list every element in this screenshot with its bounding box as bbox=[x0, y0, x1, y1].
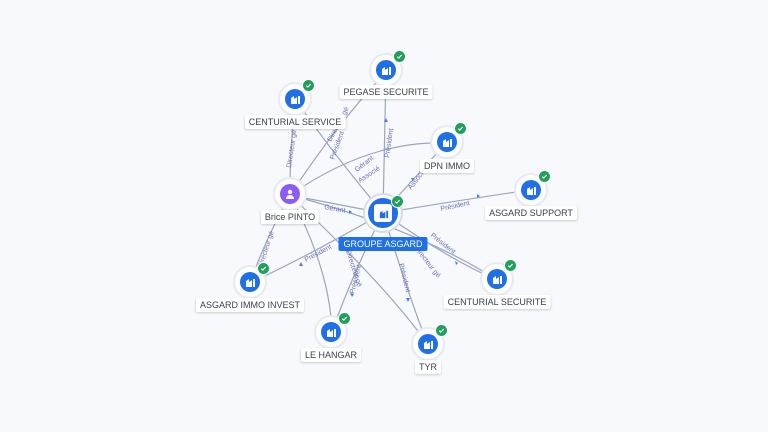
node-circle bbox=[432, 122, 467, 157]
building-icon bbox=[418, 334, 438, 354]
building-icon bbox=[376, 60, 396, 80]
node-label: TYR bbox=[415, 360, 441, 374]
node-label: LE HANGAR bbox=[300, 348, 362, 362]
node-circle bbox=[316, 312, 351, 347]
edge-brice-dpn bbox=[289, 142, 447, 196]
node-label: CENTURIAL SERVICE bbox=[244, 115, 346, 129]
node-label: Brice PINTO bbox=[260, 210, 320, 224]
person-icon bbox=[280, 184, 300, 204]
edge-asgard-support bbox=[382, 189, 531, 214]
edge-label-pegase: Président bbox=[384, 128, 395, 158]
building-icon bbox=[374, 204, 392, 222]
node-circle bbox=[235, 262, 270, 297]
arrow-asgard-support bbox=[477, 194, 480, 198]
arrow-asgard-immo bbox=[299, 262, 303, 266]
center-node-label[interactable]: GROUPE ASGARD bbox=[338, 237, 428, 251]
node-circle bbox=[482, 259, 517, 294]
arrow-le-hangar bbox=[350, 293, 354, 297]
edge-label-brice-gerant-2: Gérant bbox=[324, 204, 346, 215]
edge-brice-centurial-securite bbox=[289, 194, 498, 281]
building-icon bbox=[285, 89, 305, 109]
node-label: ASGARD SUPPORT bbox=[485, 206, 577, 220]
edge-label-tyr: Président bbox=[397, 263, 411, 293]
verified-check-icon bbox=[504, 259, 517, 272]
building-icon bbox=[437, 132, 457, 152]
verified-check-icon bbox=[393, 50, 406, 63]
arrow-centurial-securite bbox=[455, 261, 458, 265]
verified-check-icon bbox=[538, 170, 551, 183]
verified-check-icon bbox=[338, 312, 351, 325]
verified-check-icon bbox=[257, 262, 270, 275]
node-circle bbox=[371, 50, 406, 85]
node-label: PEGASE SECURITE bbox=[339, 85, 433, 99]
arrow-dpn bbox=[411, 178, 414, 182]
node-label: CENTURIAL SECURITE bbox=[443, 295, 551, 309]
node-label: ASGARD IMMO INVEST bbox=[195, 298, 305, 312]
arrow-brice-center bbox=[349, 210, 352, 214]
verified-check-icon bbox=[454, 122, 467, 135]
building-icon bbox=[521, 180, 541, 200]
building-icon bbox=[240, 272, 260, 292]
verified-check-icon bbox=[302, 79, 315, 92]
node-circle bbox=[275, 179, 305, 209]
building-icon bbox=[321, 322, 341, 342]
verified-check-icon bbox=[435, 324, 448, 337]
node-label: DPN IMMO bbox=[420, 159, 474, 173]
edge-label-directeur-top: Directeur gé bbox=[286, 129, 298, 168]
verified-check-icon bbox=[391, 195, 404, 208]
node-circle bbox=[413, 324, 448, 359]
arrow-tyr bbox=[406, 298, 410, 302]
edge-centurial-service bbox=[295, 99, 384, 214]
node-circle bbox=[516, 170, 551, 205]
building-icon bbox=[487, 269, 507, 289]
node-circle bbox=[280, 79, 315, 114]
center-node-groupe-asgard[interactable] bbox=[368, 195, 404, 228]
edge-label-asgard-support: Président bbox=[440, 200, 470, 213]
arrow-pegase bbox=[384, 118, 388, 122]
